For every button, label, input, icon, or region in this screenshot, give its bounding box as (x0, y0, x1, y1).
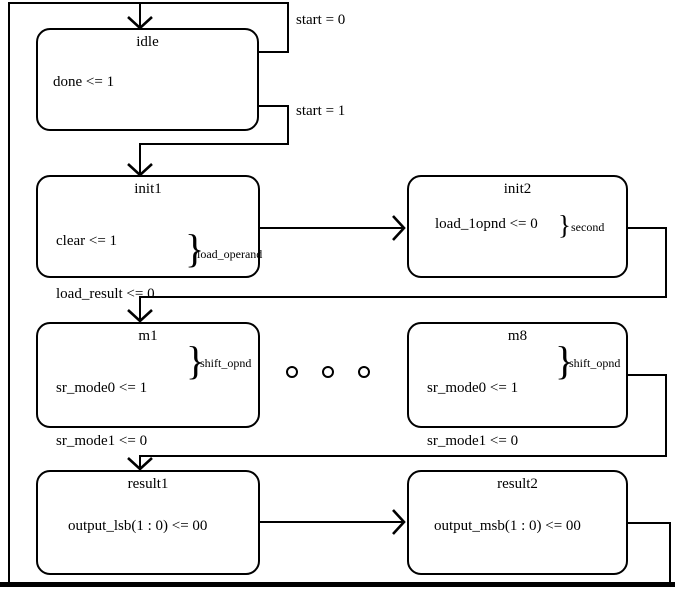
ellipsis-dot-icon (286, 366, 298, 378)
arrowhead-icon (392, 509, 406, 535)
transition-line (287, 2, 289, 53)
transition-label-start-1: start = 1 (296, 103, 346, 119)
transition-line (8, 2, 10, 585)
brace-icon (558, 213, 571, 237)
state-title: init2 (503, 181, 532, 197)
state-action: load_1opnd <= 0 (435, 216, 538, 232)
transition-line (139, 3, 141, 29)
action-line: sr_mode0 <= 1 (427, 380, 519, 396)
transition-line (139, 455, 141, 471)
transition-line (665, 374, 667, 457)
ellipsis-dot-icon (322, 366, 334, 378)
state-action: done <= 1 (53, 74, 115, 90)
brace-label: shift_opnd (569, 356, 621, 370)
brace-label: shift_opnd (200, 356, 252, 370)
transition-line (139, 143, 289, 145)
state-result1-box: result1 output_lsb(1 : 0) <= 00 (36, 470, 260, 575)
ellipsis-dot-icon (358, 366, 370, 378)
arrowhead-icon (127, 309, 153, 323)
state-title: m1 (138, 328, 158, 344)
transition-line (260, 521, 404, 523)
transition-line (139, 143, 141, 176)
action-line: load_result <= 0 (56, 285, 155, 302)
state-m8-box: m8 sr_mode0 <= 1 sr_mode1 <= 0 load_resu… (407, 322, 628, 554)
arrowhead-icon (392, 215, 406, 241)
state-init2-box: init2 load_1opnd <= 0 second (407, 175, 628, 278)
brace-label: second (571, 220, 605, 234)
transition-line (0, 582, 675, 587)
state-title: init1 (134, 181, 162, 197)
transition-line (627, 374, 667, 376)
transition-line (627, 522, 671, 524)
state-m1-box: m1 sr_mode0 <= 1 sr_mode1 <= 0 load_resu… (36, 322, 260, 554)
transition-line (287, 105, 289, 145)
transition-label-start-0: start = 0 (296, 12, 346, 28)
action-line: sr_mode1 <= 0 (427, 432, 519, 449)
transition-line (258, 105, 289, 107)
state-title: result2 (497, 476, 538, 492)
transition-line (627, 227, 667, 229)
transition-line (10, 2, 289, 4)
state-title: result1 (127, 476, 169, 492)
transition-line (669, 522, 671, 584)
state-title: m8 (507, 328, 528, 344)
action-line: clear <= 1 (56, 233, 118, 249)
transition-line (139, 455, 667, 457)
state-action: output_lsb(1 : 0) <= 00 (68, 518, 208, 534)
state-idle-box: idle done <= 1 (36, 28, 259, 131)
action-line: sr_mode0 <= 1 (56, 380, 148, 396)
action-line: sr_mode1 <= 0 (56, 432, 148, 449)
transition-line (258, 51, 289, 53)
state-init1-box: init1 clear <= 1 load_result <= 0 sr_mod… (36, 175, 263, 407)
arrowhead-icon (127, 457, 153, 471)
transition-line (139, 296, 141, 323)
transition-line (139, 296, 667, 298)
state-title: idle (136, 34, 159, 50)
state-result2-box: result2 output_msb(1 : 0) <= 00 (407, 470, 628, 575)
transition-line (665, 227, 667, 298)
brace-label: load_operand (197, 247, 263, 261)
state-action: output_msb(1 : 0) <= 00 (434, 518, 581, 534)
transition-line (260, 227, 404, 229)
